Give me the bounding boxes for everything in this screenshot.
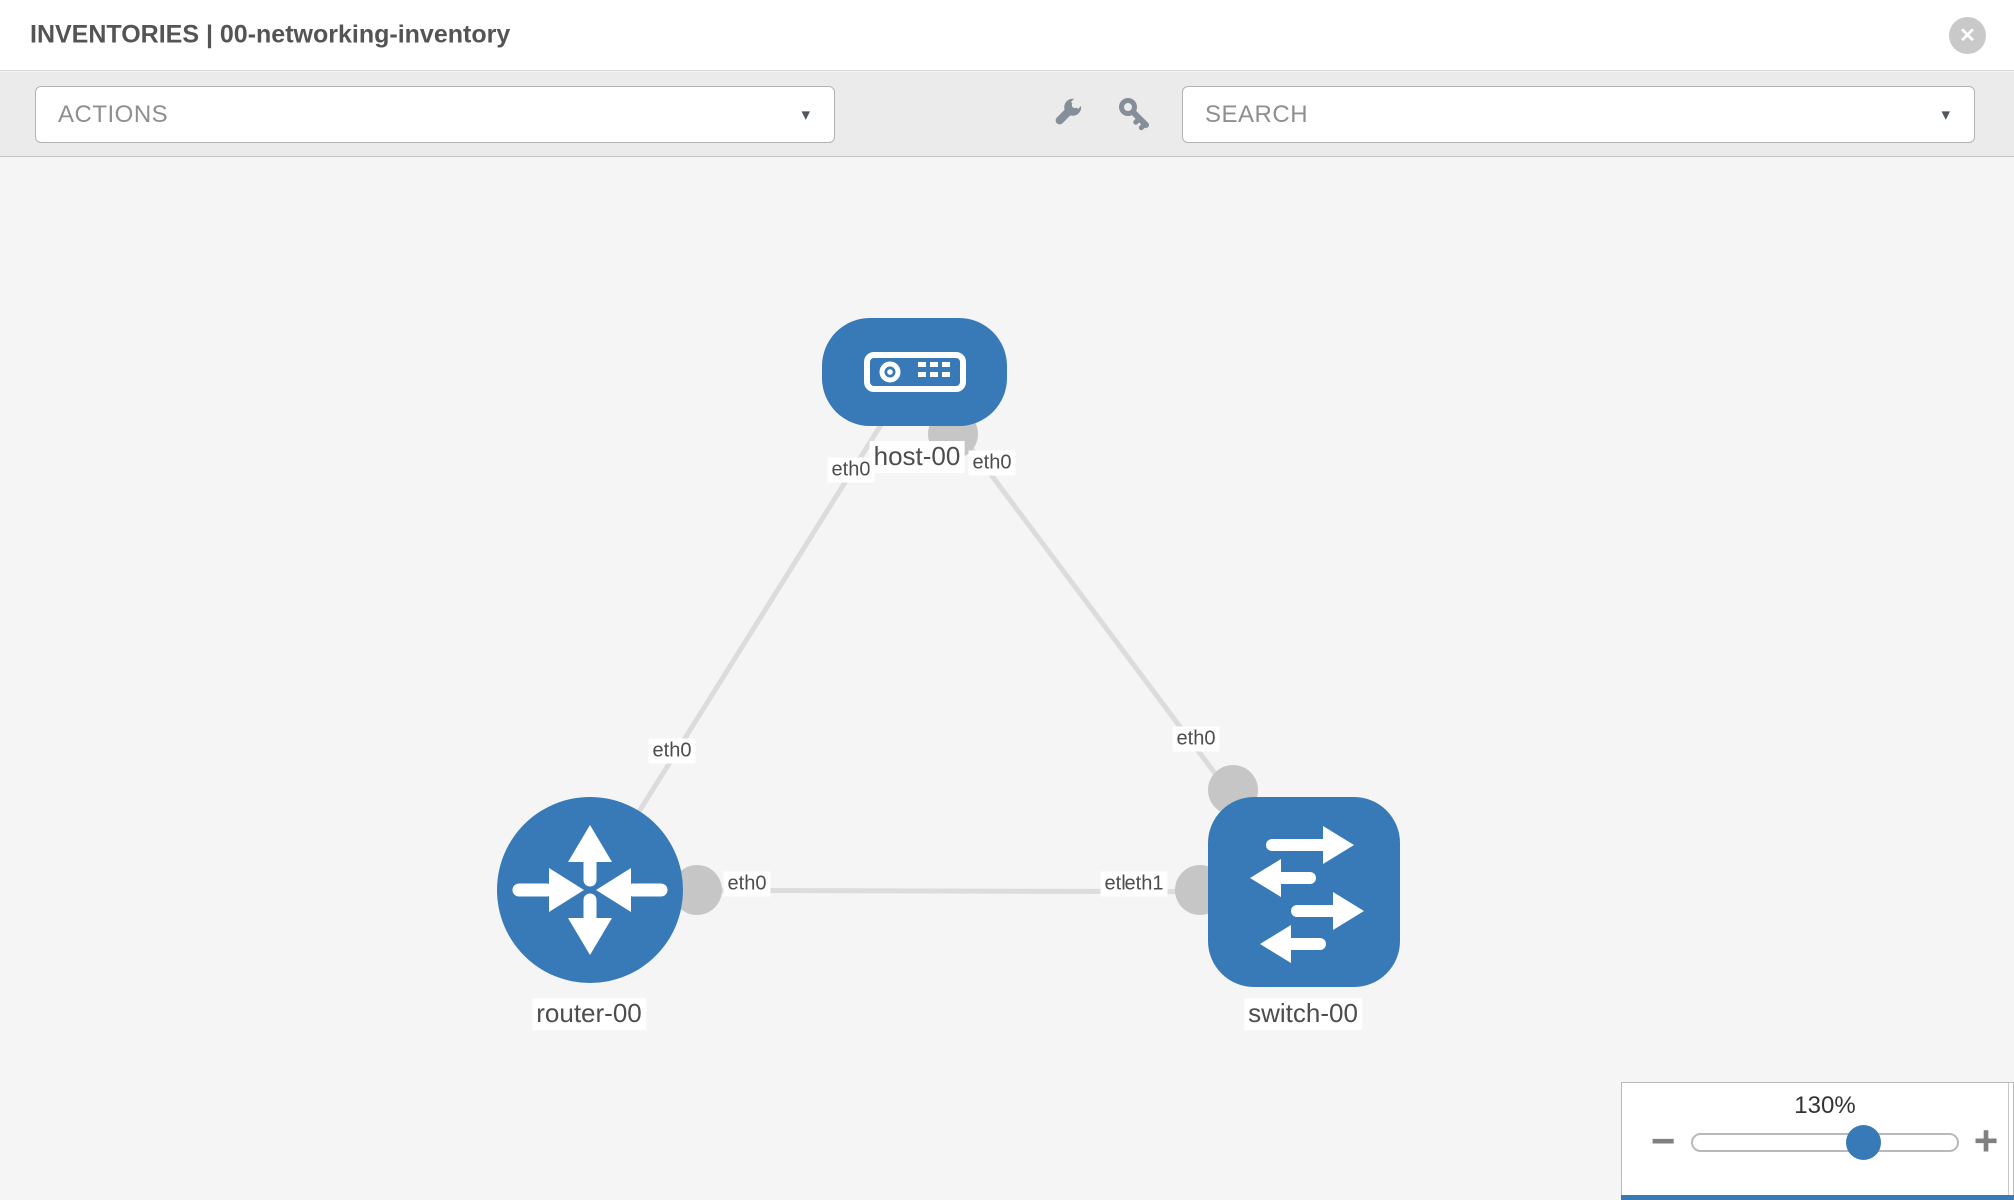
- zoom-slider-handle[interactable]: [1846, 1125, 1881, 1160]
- wrench-handle: [1055, 107, 1073, 125]
- port-router-right[interactable]: [672, 865, 722, 915]
- switch-node-shape: [1208, 797, 1400, 987]
- zoom-out-button[interactable]: −: [1650, 1117, 1676, 1164]
- node-label-router[interactable]: router-00: [532, 998, 646, 1030]
- router-icon: [512, 825, 668, 955]
- interface-label: eth1: [1124, 871, 1168, 897]
- host-node-shape: [822, 318, 1007, 426]
- router-node-shape: [497, 797, 683, 983]
- interface-label-overlap: eth0 eth1: [1100, 871, 1168, 897]
- zoom-in-button[interactable]: +: [1973, 1117, 1999, 1164]
- node-switch-00[interactable]: [1208, 797, 1400, 987]
- close-icon[interactable]: ✕: [1949, 17, 1986, 54]
- key-tooth: [1138, 121, 1148, 131]
- toolbar: ACTIONS ▾ SEARCH ▾: [0, 72, 2014, 157]
- key-icon[interactable]: [1116, 95, 1154, 133]
- chevron-down-icon: ▾: [801, 104, 810, 124]
- chevron-down-icon: ▾: [1941, 104, 1950, 124]
- search-dropdown-label: SEARCH: [1205, 100, 1309, 128]
- wrench-icon[interactable]: [1047, 95, 1085, 133]
- interface-label: eth0: [723, 871, 771, 897]
- actions-dropdown[interactable]: ACTIONS ▾: [35, 86, 835, 143]
- actions-dropdown-label: ACTIONS: [58, 100, 169, 128]
- switch-icon: [1250, 826, 1364, 963]
- wrench-notch: [1070, 95, 1085, 110]
- bottom-panel-edge: [1621, 1195, 2014, 1200]
- key-tooth: [1133, 116, 1142, 125]
- interface-label: eth0: [827, 457, 875, 483]
- zoom-percentage: 130%: [1794, 1092, 1856, 1119]
- host-icon: [864, 352, 966, 392]
- interface-label: eth0: [968, 450, 1016, 476]
- zoom-slider-track[interactable]: [1691, 1133, 1959, 1152]
- topology-svg: [497, 318, 1400, 987]
- wrench-notch-inner: [1071, 102, 1078, 109]
- node-host-00[interactable]: [822, 318, 1007, 426]
- topology-canvas[interactable]: eth0 host-00 eth0 eth0 eth0 eth0 eth0 et…: [0, 157, 2014, 1200]
- node-router-00[interactable]: [497, 797, 683, 983]
- zoom-panel: 130% − +: [1621, 1082, 2014, 1200]
- panel-divider: [2008, 1083, 2009, 1199]
- header: INVENTORIES | 00-networking-inventory ✕: [0, 0, 2014, 71]
- key-bow: [1119, 98, 1137, 116]
- page-title: INVENTORIES | 00-networking-inventory: [30, 20, 511, 49]
- node-label-switch[interactable]: switch-00: [1244, 998, 1362, 1030]
- search-dropdown[interactable]: SEARCH ▾: [1182, 86, 1975, 143]
- interface-label: eth0: [1172, 726, 1220, 752]
- node-label-host[interactable]: host-00: [869, 441, 965, 473]
- interface-label: eth0: [1100, 871, 1125, 897]
- interface-label: eth0: [648, 738, 696, 764]
